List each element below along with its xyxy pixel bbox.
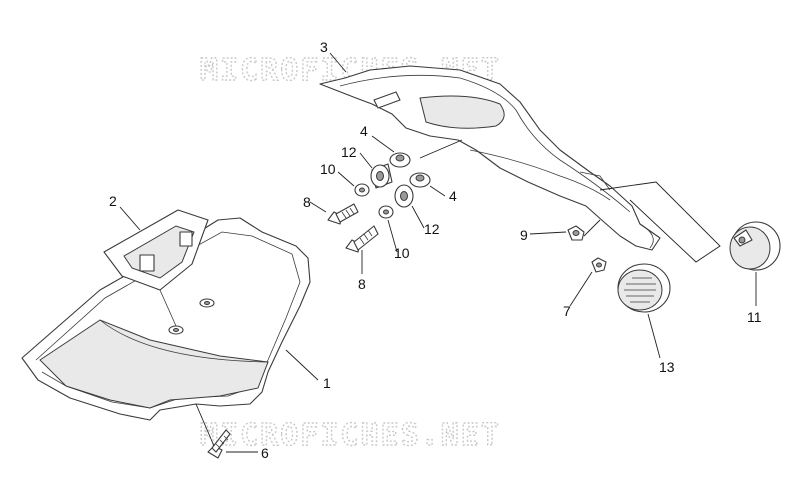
- part-2-bracket: [103, 209, 209, 291]
- nut-line: [583, 219, 601, 237]
- part-9-nut: [567, 225, 585, 241]
- callout-labels: 2 3 4 12 10 8 4 12 10 8 9 7 11 13 1 6: [109, 39, 762, 461]
- callout-9: 9: [520, 227, 528, 243]
- callout-10-upper: 10: [320, 161, 336, 177]
- callout-2: 2: [109, 193, 117, 209]
- callout-12-upper: 12: [341, 144, 357, 160]
- callout-11: 11: [747, 309, 762, 325]
- part-1-splash-guard: [21, 217, 311, 421]
- callout-13: 13: [659, 359, 675, 375]
- callout-1: 1: [323, 375, 331, 391]
- part-6-screw: [207, 429, 231, 459]
- callout-4-upper: 4: [360, 123, 368, 139]
- part-10-washer-lower: [378, 205, 394, 219]
- part-4-grommet-lower: [409, 172, 431, 188]
- callout-12-lower: 12: [424, 221, 440, 237]
- callout-6: 6: [261, 445, 269, 461]
- part-12-spacer-upper: [370, 163, 393, 189]
- callout-4-lower: 4: [449, 188, 457, 204]
- callout-3: 3: [320, 39, 328, 55]
- callout-10-lower: 10: [394, 245, 410, 261]
- callout-8-lower: 8: [358, 276, 366, 292]
- watermark-bottom: MICROFICHES.NET: [200, 418, 501, 453]
- part-4-grommet-upper: [389, 152, 411, 168]
- part-13-reflector: [617, 263, 671, 313]
- mount-line: [419, 139, 463, 159]
- leader-lines: [119, 52, 757, 453]
- part-3-rear-fender: [319, 65, 661, 251]
- callout-7: 7: [563, 303, 571, 319]
- callout-8-upper: 8: [303, 194, 311, 210]
- part-8-bolt-lower: [345, 225, 379, 253]
- part-7-fastener: [591, 257, 607, 273]
- part-11-tail-light: [729, 221, 781, 271]
- part-12-spacer-lower: [394, 184, 414, 208]
- wiring-line: [599, 181, 721, 263]
- part-8-bolt-upper: [327, 203, 359, 225]
- part-10-washer-upper: [354, 183, 370, 197]
